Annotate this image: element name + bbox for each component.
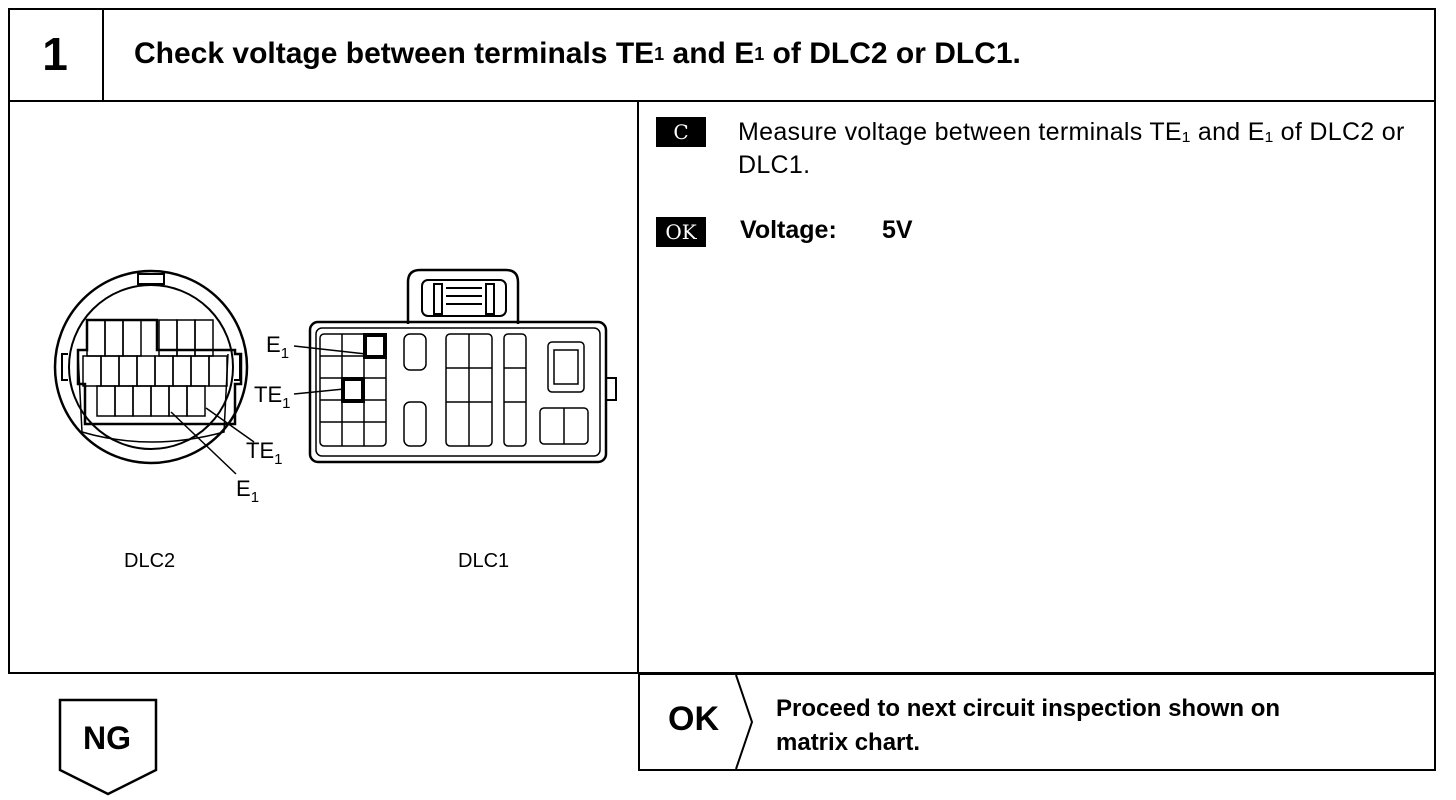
ok-result-box [638,673,1436,771]
dlc2-te1-callout: TE1 [246,438,282,468]
connector-figure: E1 TE1 TE1 E1 DLC2 DLC1 [10,102,637,672]
check-instruction: Measure voltage between terminals TE₁ an… [738,118,1405,179]
ng-result-label: NG [83,720,131,756]
title-sub-b: 1 [754,43,765,64]
dlc1-te1-callout: TE1 [254,382,290,412]
step-number: 1 [8,8,104,102]
ok-result-label: OK [668,700,719,738]
connector-diagram: E1 TE1 TE1 E1 DLC2 DLC1 [53,268,617,572]
spec-label: Voltage: [740,216,837,244]
ng-pentagon-shape [58,698,158,796]
column-divider [637,100,639,674]
dlc2-connector [53,269,249,465]
ok-result-text: Proceed to next circuit inspection shown… [776,692,1416,760]
title-text-c: of DLC2 or DLC1. [764,37,1021,70]
dlc1-connector [308,268,617,464]
dlc1-e1-callout: E1 [266,332,289,362]
ok-result-line-2: matrix chart. [776,729,921,756]
dlc1-caption: DLC1 [458,550,509,572]
spec-value: 5V [882,216,913,244]
check-badge: C [656,117,706,147]
title-text-a: Check voltage between terminals TE [134,37,655,70]
title-sub-a: 1 [654,43,665,64]
title-text-b: and E [664,37,755,70]
ok-spec-badge: OK [656,217,706,247]
ok-arrow-divider [735,674,754,770]
ok-result-line-1: Proceed to next circuit inspection shown… [776,695,1281,722]
dlc2-caption: DLC2 [124,550,175,572]
dlc2-e1-callout: E1 [236,476,259,506]
